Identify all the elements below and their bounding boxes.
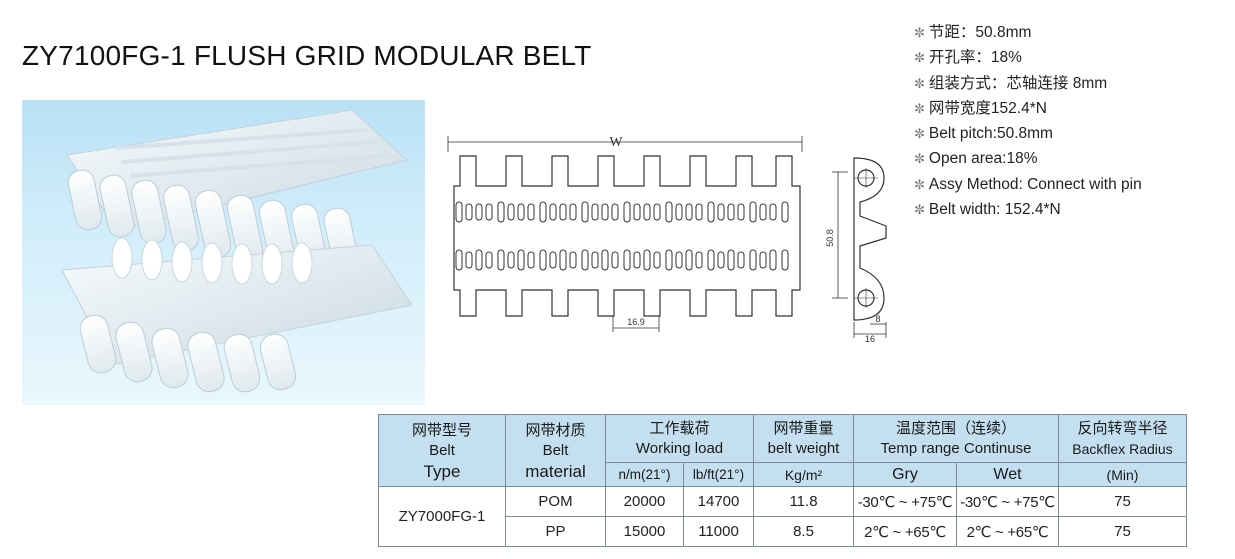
temp-wet-cell: 2℃ ~ +65℃ [956, 516, 1059, 547]
spec-item: ✼Belt width: 152.4*N [914, 201, 1061, 219]
dim-small-label: 8 [875, 314, 880, 324]
spec-item: ✼组装方式：芯轴连接 8mm [914, 74, 1108, 92]
pitch-label: 50.8 [825, 229, 835, 247]
asterisk-icon: ✼ [914, 25, 925, 40]
load-nm-cell: 15000 [605, 516, 684, 547]
weight-cell: 11.8 [753, 486, 854, 517]
spec-item: ✼Assy Method: Connect with pin [914, 175, 1142, 193]
spec-table: 网带型号 Belt Type 网带材质 Belt material 工作载荷 W… [378, 414, 1187, 547]
material-cell: POM [505, 486, 606, 517]
asterisk-icon: ✼ [914, 126, 925, 142]
header-load-nm: n/m(21°) [605, 462, 684, 487]
spec-item: ✼Belt pitch:50.8mm [914, 125, 1053, 143]
header-belt-material: 网带材质 Belt material [505, 414, 606, 487]
spec-item: ✼开孔率：18% [914, 49, 1022, 67]
dim-width-label: 16 [865, 334, 875, 344]
header-temp-wet: Wet [956, 462, 1059, 487]
header-belt-weight: 网带重量 belt weight [753, 414, 854, 463]
load-lbft-cell: 11000 [683, 516, 754, 547]
slot-row-upper [455, 201, 789, 223]
radius-cell: 75 [1058, 486, 1187, 517]
asterisk-icon: ✼ [914, 50, 925, 66]
header-belt-type: 网带型号 Belt Type [378, 414, 506, 487]
spacing-label: 16.9 [627, 317, 645, 327]
temp-dry-cell: 2℃ ~ +65℃ [853, 516, 957, 547]
side-profile-outline [853, 157, 887, 321]
temp-wet-cell: -30℃ ~ +75℃ [956, 486, 1059, 517]
technical-drawing: W 16.9 50.8 8 16 [447, 135, 887, 344]
spec-item: ✼Open area:18% [914, 150, 1038, 168]
asterisk-icon: ✼ [914, 100, 925, 116]
asterisk-icon: ✼ [914, 151, 925, 167]
material-cell: PP [505, 516, 606, 547]
page-title: ZY7100FG-1 FLUSH GRID MODULAR BELT [22, 40, 592, 71]
temp-dry-cell: -30℃ ~ +75℃ [853, 486, 957, 517]
spec-item: ✼节距：50.8mm [914, 24, 1032, 41]
belt-module-outline [453, 155, 801, 317]
table-row: ZY7000FG-1 POM 20000 14700 11.8 -30℃ ~ +… [378, 486, 1187, 547]
header-temp-dry: Gry [853, 462, 957, 487]
asterisk-icon: ✼ [914, 176, 925, 192]
table-row: PP 15000 11000 8.5 2℃ ~ +65℃ 2℃ ~ +65℃ 7… [379, 516, 1187, 547]
header-temp-range: 温度范围（连续） Temp range Continuse [853, 414, 1059, 463]
header-radius-unit: (Min) [1058, 462, 1187, 487]
belt-illustration [61, 109, 413, 393]
model-cell: ZY7000FG-1 [378, 486, 506, 547]
width-label: W [609, 135, 623, 150]
header-load-lbft: lb/ft(21°) [683, 462, 754, 487]
header-weight-unit: Kg/m² [753, 462, 854, 487]
spec-list: ✼节距：50.8mm ✼开孔率：18% ✼组装方式：芯轴连接 8mm ✼网带宽度… [914, 20, 1142, 222]
load-nm-cell: 20000 [605, 486, 684, 517]
header-working-load: 工作载荷 Working load [605, 414, 754, 463]
radius-cell: 75 [1058, 516, 1187, 547]
load-lbft-cell: 14700 [683, 486, 754, 517]
asterisk-icon: ✼ [914, 75, 925, 91]
spec-item: ✼网带宽度152.4*N [914, 99, 1047, 117]
header-backflex-radius: 反向转弯半径 Backflex Radius [1058, 414, 1187, 463]
product-photo [22, 100, 425, 405]
slot-row-lower [455, 249, 789, 271]
asterisk-icon: ✼ [914, 202, 925, 218]
weight-cell: 8.5 [753, 516, 854, 547]
